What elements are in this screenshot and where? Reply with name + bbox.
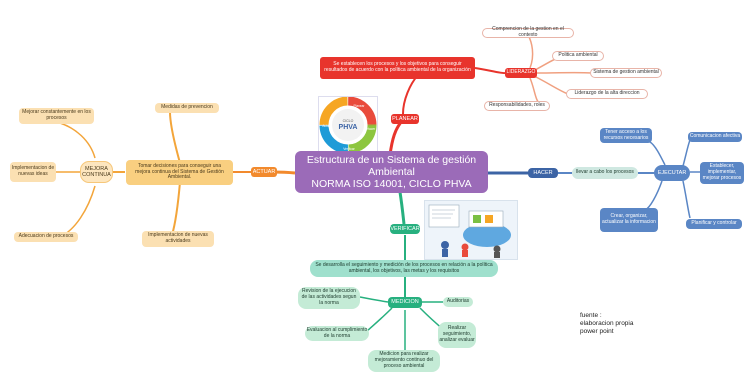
- liderazgo-item-1[interactable]: Comprencion de la gestion en el contexto: [482, 26, 574, 38]
- medicion-item-2[interactable]: Auditorias: [443, 297, 473, 307]
- ejecutar-item-5[interactable]: Crear, organizar, actualizar la informac…: [600, 208, 658, 232]
- phva-arc-verificar: Verificar: [343, 147, 355, 151]
- verificar-illustration-image: [424, 200, 518, 260]
- ejecutar-item-1[interactable]: Tener acceso a los recursos necesarios: [600, 128, 652, 143]
- medicion-item-5[interactable]: Medicion para realizar mejoramiento cont…: [368, 350, 440, 372]
- medicion-item-1[interactable]: Revision de la ejecucion de las activida…: [298, 287, 360, 309]
- phva-arc-planear: Planear: [354, 104, 366, 108]
- liderazgo-item-5[interactable]: Responsabilidades, roles: [484, 101, 550, 111]
- mejora-item-2[interactable]: Implementacion de nuevas ideas: [10, 162, 56, 182]
- medicion-item-3[interactable]: Evaluacion al cumplimiento de la norma: [305, 326, 369, 341]
- central-topic[interactable]: Estructura de un Sistema de gestión Ambi…: [295, 151, 488, 193]
- link-mejora-3: [59, 185, 96, 238]
- ejecutar-item-3[interactable]: Establecer, implementar, mejorar proceso…: [700, 162, 744, 184]
- ejecutar-item-4[interactable]: Planificar y controlar: [686, 219, 742, 229]
- phva-cycle-image: CICLO PHVA Planear Hacer Verificar Actua…: [318, 96, 378, 154]
- mejora-item-1[interactable]: Mejorar constantemente en los procesos: [19, 108, 94, 124]
- link-main-impl: [171, 181, 181, 236]
- source-note: fuente : elaboracion propia power point: [580, 312, 633, 335]
- mejora-continua-node[interactable]: MEJORA CONTINUA: [80, 161, 113, 183]
- link-central-planear: [388, 118, 405, 156]
- process-illustration-icon: [428, 204, 511, 258]
- link-lid-4: [533, 75, 569, 95]
- planear-description[interactable]: Se establecen los procesos y los objetiv…: [320, 57, 475, 79]
- link-ej-5: [644, 180, 663, 211]
- implementacion-actividades[interactable]: Implementacion de nuevas actividades: [142, 231, 214, 247]
- link-main-medidas: [169, 111, 181, 164]
- medicion-node[interactable]: MEDICION: [388, 297, 422, 308]
- verificar-description[interactable]: Se desarrolla el seguimiento y medición …: [310, 260, 498, 277]
- medidas-prevencion[interactable]: Medidas de prevencion: [155, 103, 219, 113]
- liderazgo-node[interactable]: LIDERAZGO: [505, 68, 537, 78]
- link-ej-2: [682, 139, 691, 167]
- phva-center-small: CICLO: [343, 119, 354, 123]
- link-mejora-1: [59, 122, 96, 159]
- phva-cycle-icon: CICLO PHVA Planear Hacer Verificar Actua…: [319, 96, 377, 154]
- link-med-1: [359, 296, 389, 303]
- hacer-node[interactable]: HACER: [528, 168, 558, 178]
- source-line-1: fuente :: [580, 312, 602, 319]
- central-title-line1: Estructura de un Sistema de gestión Ambi…: [306, 153, 477, 178]
- link-med-3: [364, 307, 393, 334]
- link-central-verificar: [398, 191, 406, 225]
- link-planear-main: [402, 74, 419, 115]
- liderazgo-item-2[interactable]: Politica ambiental: [552, 51, 604, 61]
- phva-center-title: PHVA: [339, 124, 358, 131]
- ejecutar-node[interactable]: EJECUTAR: [654, 165, 690, 181]
- actuar-description[interactable]: Tomar decisiones para conseguir una mejo…: [126, 160, 233, 185]
- phva-arc-hacer: Hacer: [367, 127, 376, 131]
- ejecutar-item-2[interactable]: Comunicacion afectiva: [688, 132, 742, 142]
- link-ej-4: [682, 180, 691, 219]
- source-line-3: power point: [580, 327, 614, 335]
- actuar-node[interactable]: ACTUAR: [251, 167, 277, 177]
- source-line-2: elaboracion propia: [580, 319, 634, 327]
- central-title-line2: NORMA ISO 14001, CICLO PHVA: [311, 178, 472, 191]
- verificar-node[interactable]: VERIFICAR: [390, 224, 420, 234]
- link-ej-1: [649, 141, 666, 166]
- mejora-item-3[interactable]: Adecuacion de procesos: [14, 232, 78, 242]
- phva-arc-actuar: Actuar: [322, 124, 332, 128]
- medicion-item-4[interactable]: Realizar seguimiento, analizar evaluar: [438, 322, 476, 348]
- link-lid-1: [527, 34, 534, 69]
- planear-node[interactable]: PLANEAR: [391, 114, 419, 124]
- hacer-description[interactable]: llevar a cabo los procesos: [572, 167, 638, 179]
- liderazgo-item-4[interactable]: Liderazgo de la alta direccion: [566, 89, 648, 99]
- liderazgo-item-3[interactable]: Sistema de gestion ambiental: [590, 68, 662, 78]
